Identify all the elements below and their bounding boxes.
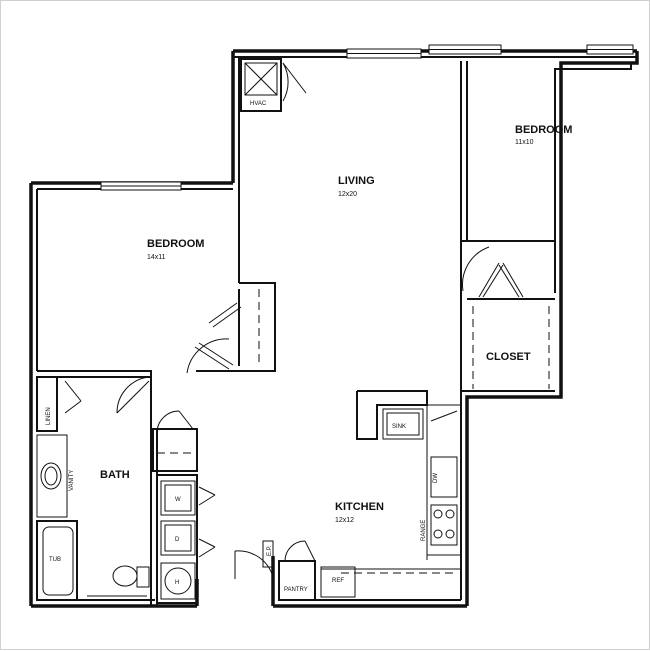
pantry-label: PANTRY <box>284 587 308 593</box>
dw-label: DW <box>433 473 439 483</box>
ref-label: REF <box>332 578 344 584</box>
pantry <box>278 560 316 601</box>
room-size-kitchen: 12x12 <box>335 517 354 524</box>
linen-closet <box>36 376 58 432</box>
room-name-bedroom-right: BEDROOM <box>515 124 572 136</box>
dryer <box>160 520 196 556</box>
room-labels: BEDROOM 14x11 LIVING 12x20 BEDROOM 11x10… <box>100 124 572 524</box>
tub <box>36 520 78 601</box>
water-heater-closet <box>160 562 196 600</box>
room-name-closet: CLOSET <box>486 351 531 363</box>
laundry-closet-upper <box>152 428 198 472</box>
refrigerator <box>320 566 356 598</box>
fixture-labels: HVAC SINK DW RANGE REF PANTRY LINEN VANI… <box>46 101 439 593</box>
tub-label: TUB <box>49 557 61 563</box>
washer-label: W <box>175 497 181 503</box>
room-size-bedroom-right: 11x10 <box>515 139 534 146</box>
range <box>430 504 458 546</box>
room-name-bedroom-left: BEDROOM <box>147 238 204 250</box>
linen-label: LINEN <box>46 407 52 425</box>
range-label: RANGE <box>421 520 427 541</box>
interior-walls <box>36 58 555 606</box>
room-size-bedroom-left: 14x11 <box>147 254 166 261</box>
washer <box>160 480 196 516</box>
windows <box>100 44 634 191</box>
room-name-kitchen: KITCHEN <box>335 501 384 513</box>
room-size-living: 12x20 <box>338 191 357 198</box>
electrical-panel <box>262 540 274 568</box>
sink <box>382 408 424 440</box>
water-heater-label: H <box>175 580 179 586</box>
sink-label: SINK <box>392 424 406 430</box>
dryer-label: D <box>175 537 180 543</box>
dishwasher <box>430 456 458 498</box>
room-name-living: LIVING <box>338 175 375 187</box>
toilet <box>112 565 138 587</box>
room-name-bath: BATH <box>100 469 130 481</box>
vanity <box>36 434 68 518</box>
vanity-label: VANITY <box>69 470 75 491</box>
ep-label: E.P. <box>267 545 273 556</box>
hvac-label: HVAC <box>250 101 267 107</box>
hvac-closet <box>240 58 282 112</box>
